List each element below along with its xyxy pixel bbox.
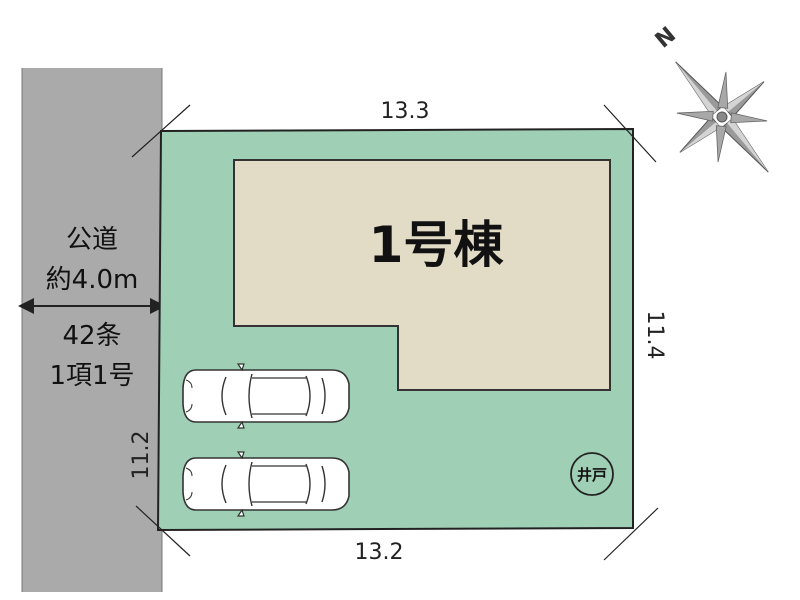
dimension-top: 13.3 <box>381 99 430 124</box>
dimension-left: 11.2 <box>129 431 154 480</box>
road-legal-label-1: 42条 <box>62 321 121 351</box>
road-legal-label-2: 1項1号 <box>49 361 134 391</box>
building-label: 1号棟 <box>369 216 505 274</box>
building-footprint <box>233 159 611 391</box>
well-label: 井戸 <box>577 466 607 484</box>
road-width-label: 約4.0m <box>46 265 139 295</box>
dimension-right: 11.4 <box>642 311 667 360</box>
road-area <box>22 68 162 592</box>
dimension-bottom: 13.2 <box>355 540 404 565</box>
compass-rose-icon <box>675 61 769 173</box>
car-icon <box>182 451 350 517</box>
north-label: N <box>651 23 681 54</box>
road-name-label: 公道 <box>66 225 118 255</box>
well-icon <box>570 452 614 496</box>
car-icon <box>182 363 350 429</box>
